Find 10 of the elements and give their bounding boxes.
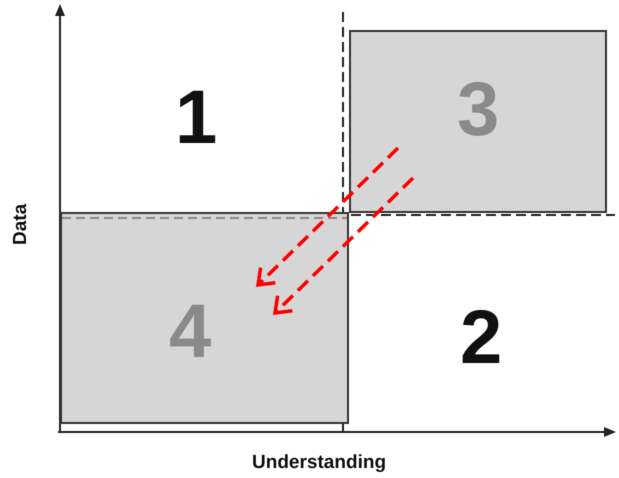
quadrant-number: 4 — [169, 294, 212, 370]
shaded-quadrant-box — [349, 30, 607, 213]
axis-label: Data — [10, 204, 32, 245]
quadrant-number: 1 — [175, 80, 218, 156]
quadrant-number: 3 — [457, 72, 500, 148]
quadrant-number: 2 — [460, 300, 502, 376]
shaded-quadrant-box — [60, 212, 349, 424]
arrow — [256, 146, 400, 287]
arrow — [273, 176, 414, 315]
axis-label: Understanding — [252, 452, 386, 474]
